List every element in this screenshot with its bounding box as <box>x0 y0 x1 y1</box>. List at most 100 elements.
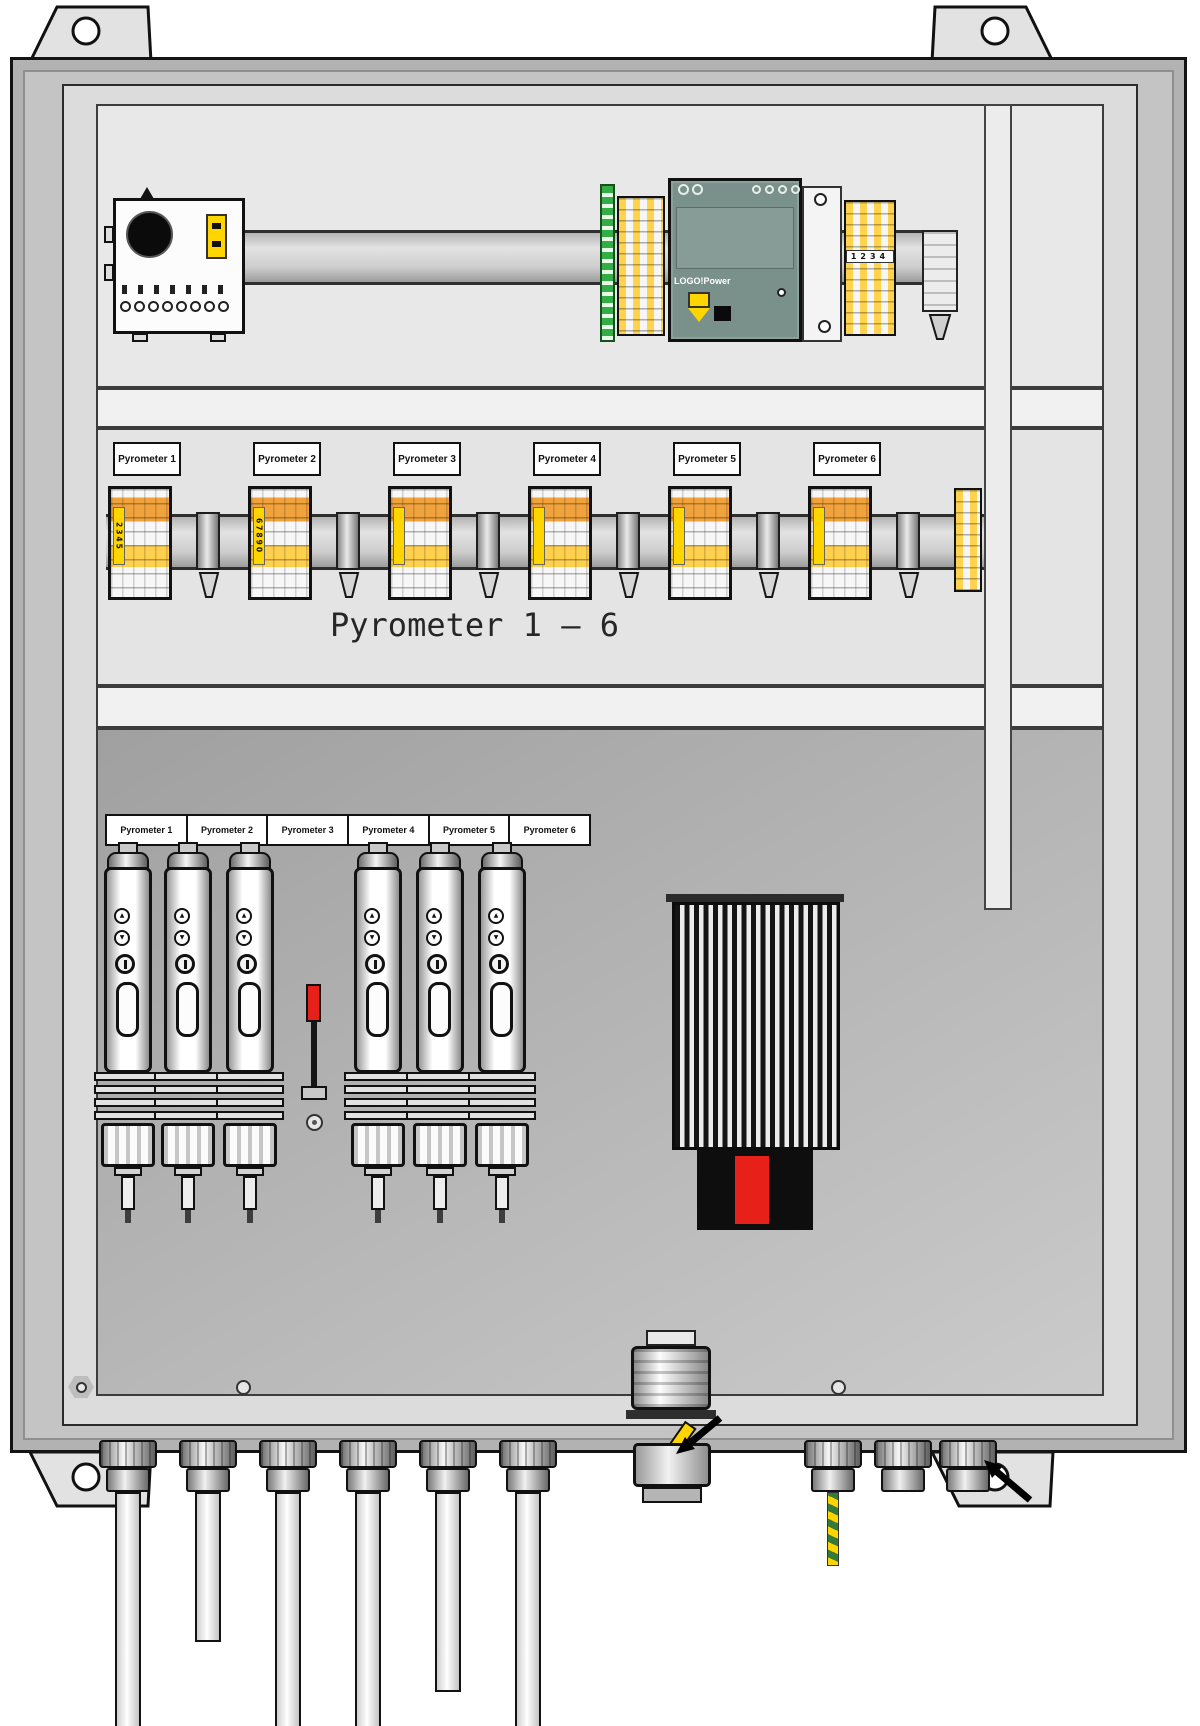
pyrometer-device: ▲ ▼ <box>216 842 284 1224</box>
cable <box>515 1492 541 1726</box>
valve-coupling <box>642 1487 702 1503</box>
connector-slot <box>123 959 127 969</box>
power-input-terminal-icon <box>692 184 703 195</box>
display-window <box>176 982 199 1037</box>
terminal-pin <box>176 301 187 312</box>
sighting-nozzle <box>371 1176 385 1210</box>
terminal-block-stack <box>844 200 896 336</box>
strip-label: Pyrometer 2 <box>188 816 269 844</box>
feed-through-connector <box>336 512 360 570</box>
pyrometer-device: ▲ ▼ <box>344 842 412 1224</box>
controller-yellow-tag <box>206 214 227 259</box>
connector-wedge-icon <box>338 572 360 598</box>
display-window <box>490 982 513 1037</box>
nozzle-tip <box>499 1210 505 1223</box>
heater-element-red <box>735 1156 769 1224</box>
lens-barrel <box>351 1123 405 1167</box>
lens-barrel <box>475 1123 529 1167</box>
cable-gland-collar <box>811 1468 855 1492</box>
panel-screw-icon <box>831 1380 846 1395</box>
terminal-block-stack <box>617 196 665 336</box>
bracket-hole-icon <box>71 1462 101 1492</box>
strip-label: Pyrometer 3 <box>268 816 350 844</box>
heater-top-plate <box>666 894 844 902</box>
cable <box>275 1492 301 1726</box>
power-supply-yellow-tag-point-icon <box>688 308 710 322</box>
strip-label: Pyrometer 4 <box>349 816 430 844</box>
connector-slot <box>245 959 249 969</box>
cable-duct-vertical <box>984 104 1012 910</box>
terminal-marking-tag: 67890 <box>253 507 265 565</box>
panel-screw-icon <box>306 1114 323 1131</box>
down-button-icon: ▼ <box>114 930 130 946</box>
terminal-block <box>528 486 592 600</box>
cable <box>195 1492 221 1642</box>
cooling-fin <box>216 1098 284 1107</box>
terminal-group-label: Pyrometer 4 <box>533 442 601 476</box>
heater-fins <box>672 902 840 1150</box>
display-window <box>428 982 451 1037</box>
controller-marking-row <box>122 285 234 294</box>
tag-mark <box>212 223 221 229</box>
terminal-block <box>808 486 872 600</box>
strip-label: Pyrometer 6 <box>523 825 576 835</box>
connector-wedge-icon <box>618 572 640 598</box>
mount-tab <box>210 333 226 342</box>
power-input-terminal-icon <box>678 184 689 195</box>
feed-through-connector <box>896 512 920 570</box>
nozzle-tip <box>375 1210 381 1223</box>
feed-through-connector <box>196 512 220 570</box>
pyrometer-device: ▲ ▼ <box>406 842 474 1224</box>
terminal-pin <box>218 301 229 312</box>
power-supply-yellow-tag <box>688 292 710 308</box>
connector-ring-icon <box>427 954 447 974</box>
lens-barrel <box>101 1123 155 1167</box>
sighting-nozzle <box>121 1176 135 1210</box>
down-button-icon: ▼ <box>488 930 504 946</box>
bolt-center <box>75 1381 87 1393</box>
connector-wedge-icon <box>758 572 780 598</box>
pyrometer-device: ▲ ▼ <box>154 842 222 1224</box>
up-button-icon: ▲ <box>174 908 190 924</box>
terminal-pin <box>148 301 159 312</box>
hex-bolt-icon <box>68 1376 94 1398</box>
lens-step <box>426 1167 454 1176</box>
connector-ring-icon <box>115 954 135 974</box>
mount-tab <box>132 333 148 342</box>
bracket-hole-icon <box>71 16 101 46</box>
nozzle-tip <box>247 1210 253 1223</box>
device-body <box>416 867 464 1073</box>
strip-label: Pyrometer 1 <box>107 816 188 844</box>
tag-mark <box>212 241 221 247</box>
power-output-terminal-icon <box>791 185 800 194</box>
terminal-marking-tag: 2345 <box>113 507 125 565</box>
cable <box>355 1492 381 1726</box>
cooling-fin <box>216 1111 284 1120</box>
plate-hole-icon <box>814 193 827 206</box>
cable-duct-horizontal-a <box>96 388 1104 428</box>
section-caption: Pyrometer 1 – 6 <box>330 606 619 644</box>
mount-tab <box>104 226 114 243</box>
ground-wire-yellow-green <box>827 1492 839 1566</box>
cooling-fin <box>468 1111 536 1120</box>
terminal-marking-tag <box>673 507 685 565</box>
cable-gland <box>99 1440 157 1468</box>
din-clip <box>714 306 731 321</box>
down-button-icon: ▼ <box>174 930 190 946</box>
rail-end-connector <box>922 230 958 312</box>
panel-screw-icon <box>236 1380 251 1395</box>
display-window <box>366 982 389 1037</box>
nozzle-tip <box>125 1210 131 1223</box>
cable-gland <box>259 1440 317 1468</box>
down-button-icon: ▼ <box>364 930 380 946</box>
controller-terminal-row <box>120 301 236 315</box>
sighting-nozzle <box>433 1176 447 1210</box>
feed-through-connector <box>616 512 640 570</box>
cable-gland-collar <box>346 1468 390 1492</box>
cooling-fin <box>468 1085 536 1094</box>
nozzle-tip <box>437 1210 443 1223</box>
cable-gland <box>179 1440 237 1468</box>
up-button-icon: ▲ <box>114 908 130 924</box>
connector-ring-icon <box>365 954 385 974</box>
sighting-nozzle <box>181 1176 195 1210</box>
